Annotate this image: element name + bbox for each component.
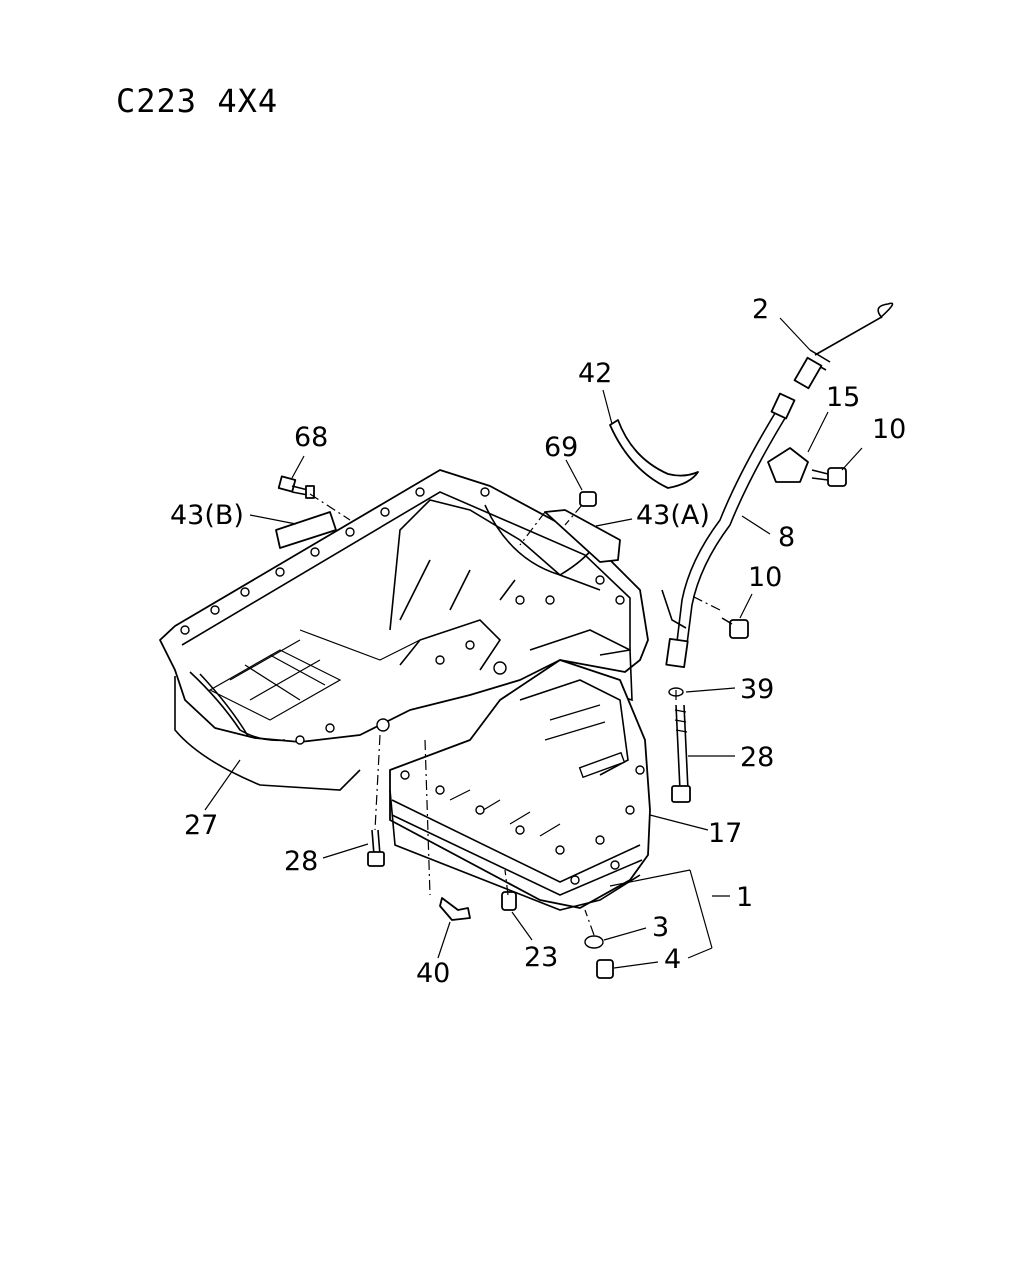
callout-43a: 43(A) — [636, 500, 710, 531]
callout-27: 27 — [184, 810, 218, 841]
dipstick-guide-tube-part — [661, 392, 796, 669]
callout-28-left: 28 — [284, 846, 318, 877]
callout-labels: 2 42 15 10 68 69 43(B) 43(A) 8 10 39 28 … — [170, 294, 906, 989]
callout-39: 39 — [740, 674, 774, 705]
callout-43b: 43(B) — [170, 500, 244, 531]
bolt-69-part — [579, 491, 597, 507]
callout-2: 2 — [752, 294, 769, 325]
oil-baffle-part — [609, 419, 699, 489]
bracket-43b-part — [275, 511, 337, 549]
assembly-lines — [309, 493, 721, 936]
bolt-10-upper-part — [811, 467, 847, 487]
bracket-43a-part — [544, 509, 621, 563]
callout-68: 68 — [294, 422, 328, 453]
gasket-3-part — [584, 935, 604, 949]
tube-clip-part — [767, 447, 809, 483]
callout-10-lower: 10 — [748, 562, 782, 593]
bolt-10-lower-part — [721, 617, 749, 639]
callout-1: 1 — [736, 882, 753, 913]
oil-pan-upper-part — [159, 469, 649, 791]
oil-pan-lower-part — [389, 659, 651, 911]
bolt-68-part — [277, 475, 315, 499]
callout-40: 40 — [416, 958, 450, 989]
callout-69: 69 — [544, 432, 578, 463]
callout-10-upper: 10 — [872, 414, 906, 445]
dipstick-part — [793, 302, 894, 390]
callout-17: 17 — [708, 818, 742, 849]
leader-lines — [204, 317, 863, 969]
callout-4: 4 — [664, 944, 681, 975]
jet-40-part — [439, 897, 471, 921]
callout-28-right: 28 — [740, 742, 774, 773]
stud-bolt-28-right-part — [671, 704, 691, 803]
drain-plug-4-part — [596, 959, 614, 979]
diagram-title: C223 4X4 — [116, 82, 279, 120]
callout-42: 42 — [578, 358, 612, 389]
callout-15: 15 — [826, 382, 860, 413]
callout-8: 8 — [778, 522, 795, 553]
callout-3: 3 — [652, 912, 669, 943]
bolt-28-left-part — [367, 829, 385, 867]
plug-23-part — [501, 891, 517, 911]
callout-23: 23 — [524, 942, 558, 973]
